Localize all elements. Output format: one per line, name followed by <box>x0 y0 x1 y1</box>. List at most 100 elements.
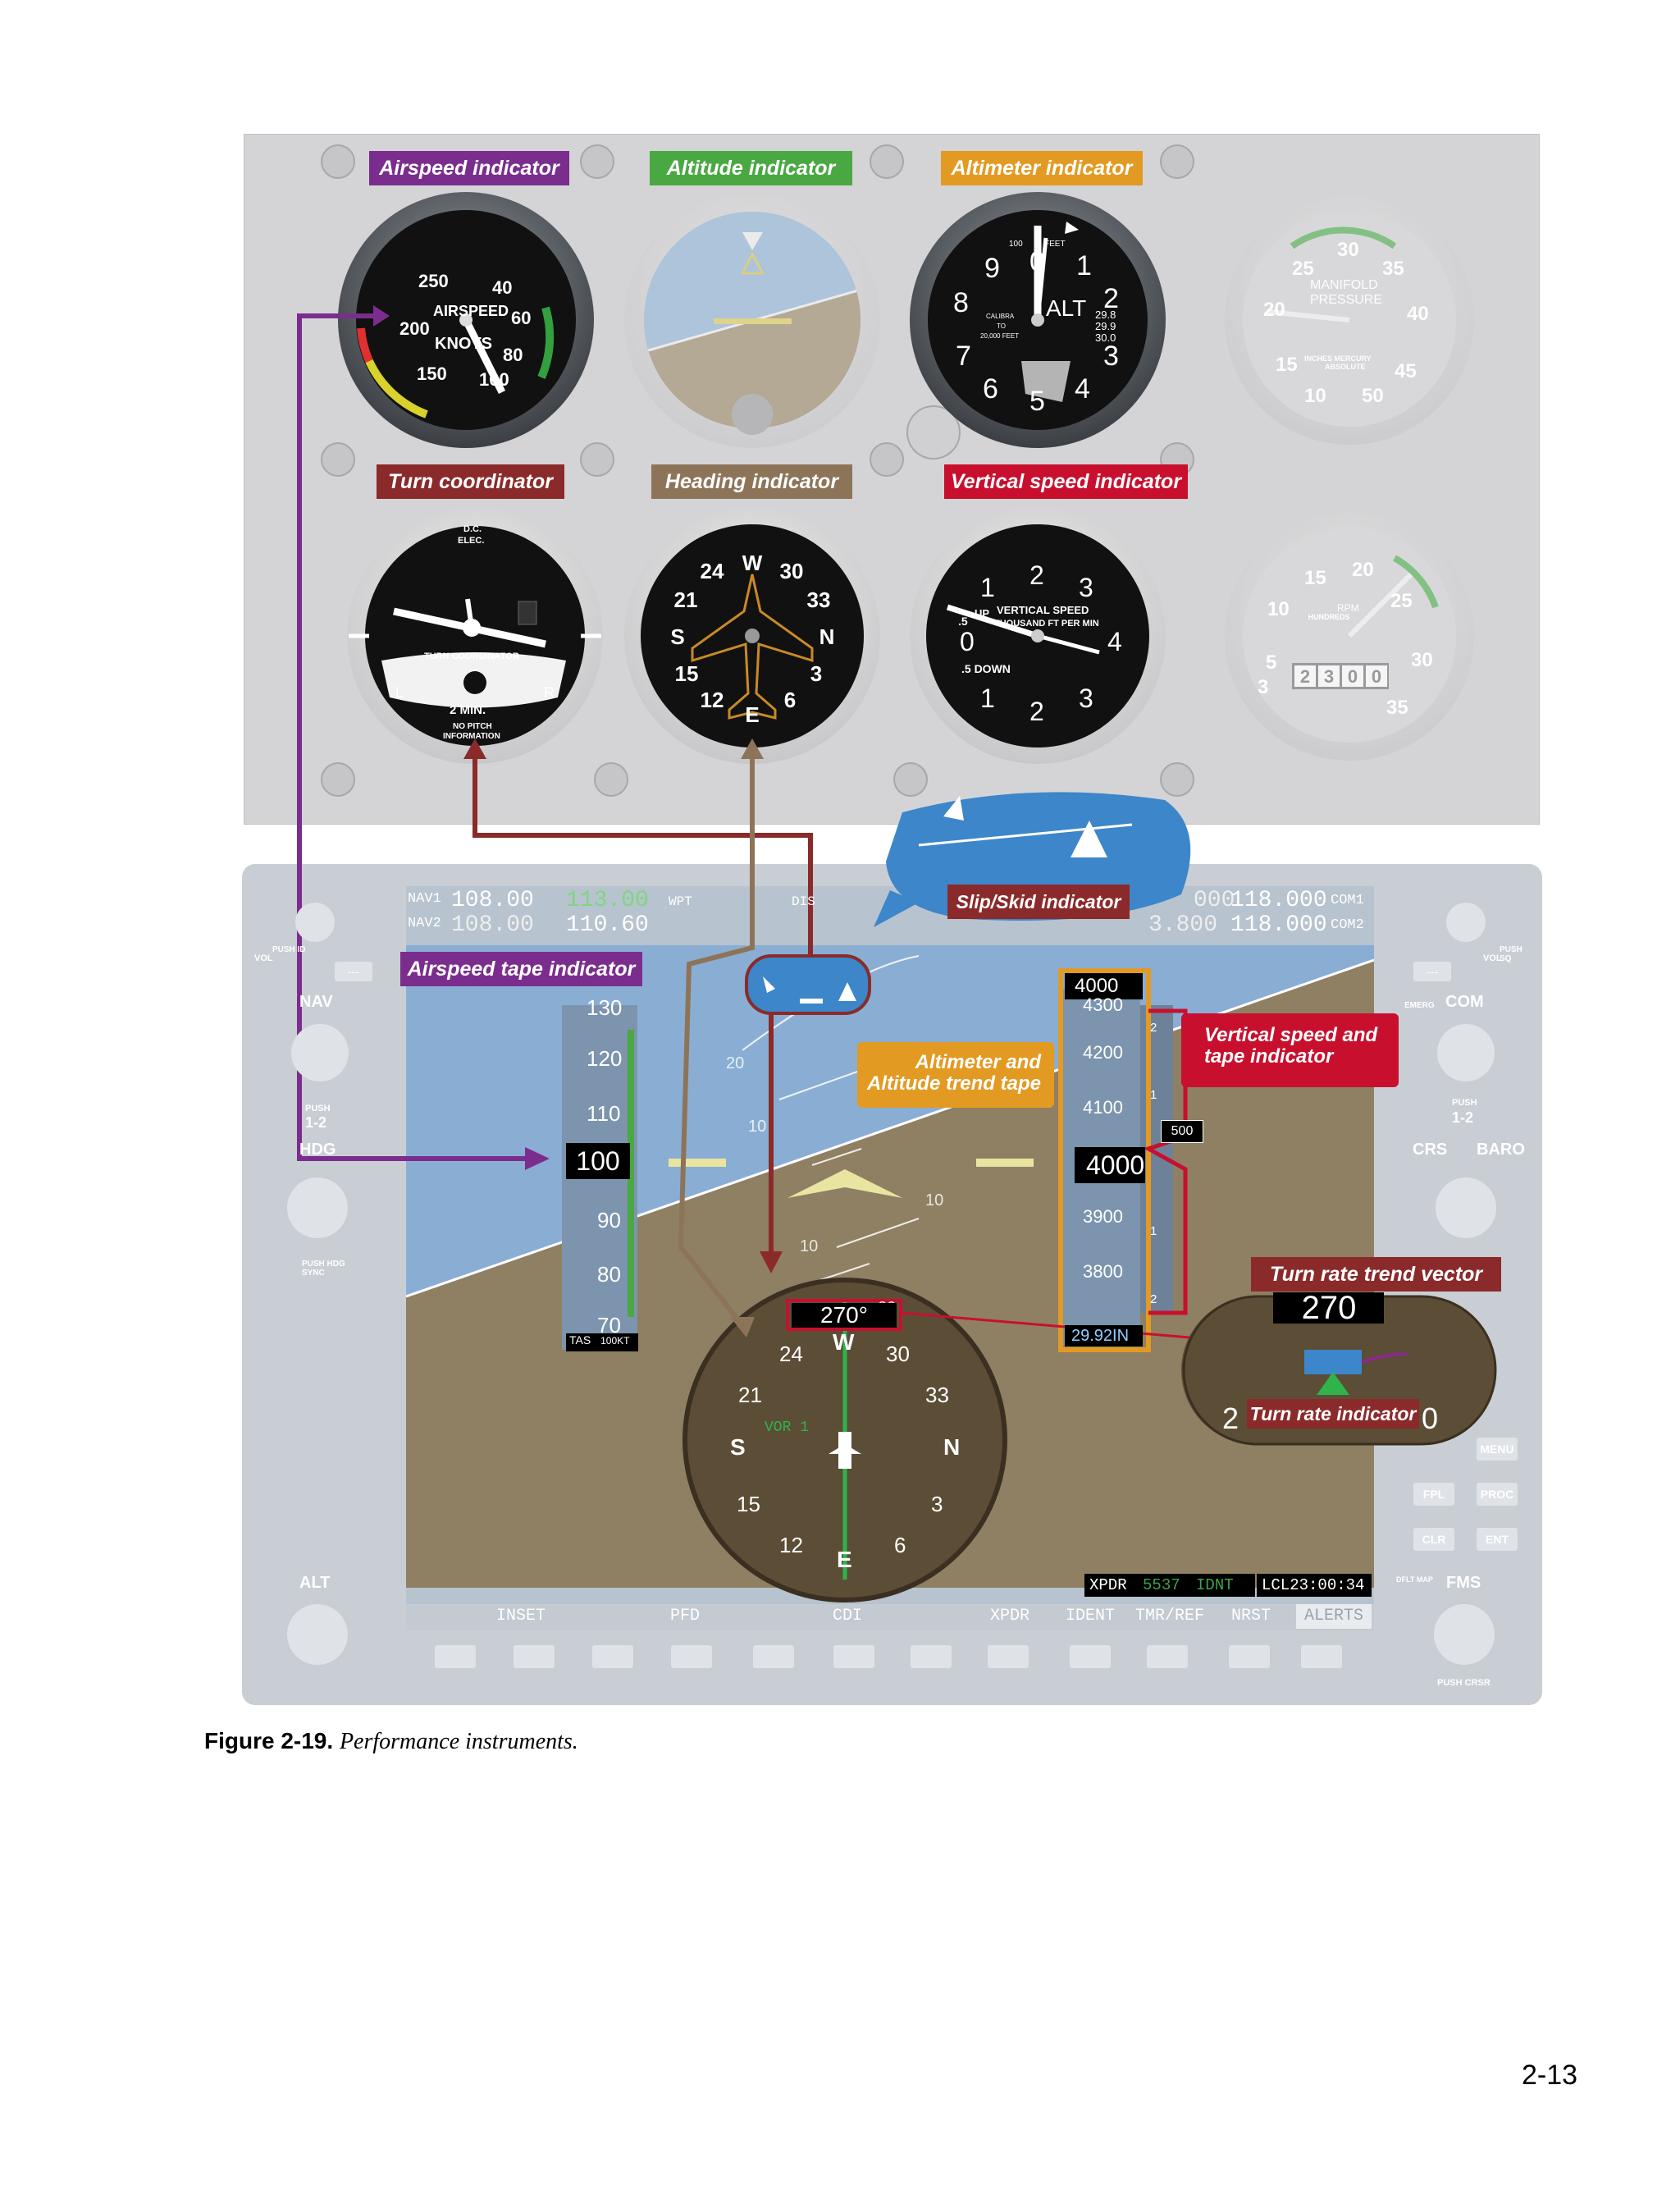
rpm-digit-3: 0 <box>1348 666 1358 687</box>
vertical-speed-tape-line2: tape indicator <box>1204 1045 1334 1068</box>
speed-tick-120: 120 <box>587 1046 623 1071</box>
softkey-bar <box>406 1604 1374 1630</box>
softkey-button-8[interactable] <box>988 1645 1029 1668</box>
menu-button[interactable]: MENU <box>1477 1438 1518 1461</box>
softkey-button-6[interactable] <box>833 1645 874 1668</box>
left-push-id: PUSH ID <box>272 945 306 954</box>
nav2-active[interactable]: 108.00 <box>451 912 534 938</box>
hdg-w: W <box>742 551 763 575</box>
manifold-line3: INCHES MERCURY <box>1304 354 1372 363</box>
nav1-active[interactable]: 108.00 <box>451 888 534 913</box>
vertical-speed-indicator-label: Vertical speed indicator <box>944 464 1188 499</box>
altimeter-baro-3: 30.0 <box>1095 331 1116 344</box>
crs-baro-knob[interactable] <box>1436 1177 1496 1238</box>
softkey-button-2[interactable] <box>514 1645 555 1668</box>
panel-screws <box>321 144 1194 797</box>
com2-standby[interactable]: 118.000 <box>1230 912 1327 938</box>
heading-gauge <box>624 508 880 764</box>
hdg-15: 15 <box>675 661 699 686</box>
airspeed-gauge-text: 250 40 200 60 80 150 100 AIRSPEED KNOTS <box>399 271 531 390</box>
altimeter-gauge <box>910 192 1166 448</box>
altimeter-num-7: 7 <box>956 341 971 372</box>
speed-tick-80: 80 <box>597 1262 621 1287</box>
hsi-21: 21 <box>738 1383 762 1407</box>
vol-knob-left[interactable] <box>295 903 335 942</box>
g1000-screen <box>406 886 1374 1604</box>
figure-caption-text: Performance instruments. <box>339 1729 578 1754</box>
softkey-pfd[interactable]: PFD <box>669 1607 700 1625</box>
alt-knob-label: ALT <box>299 1574 331 1592</box>
fpl-button[interactable]: FPL <box>1413 1483 1454 1506</box>
manifold-num-50: 50 <box>1362 385 1384 407</box>
pitch-20: 20 <box>726 1054 745 1072</box>
nav2-standby[interactable]: 110.60 <box>566 912 649 938</box>
hsi-3: 3 <box>931 1492 943 1516</box>
alt-knob[interactable] <box>287 1604 348 1665</box>
vor-label: VOR 1 <box>765 1420 810 1436</box>
ent-button[interactable]: ENT <box>1477 1528 1518 1551</box>
softkey-button-9[interactable] <box>1070 1645 1111 1668</box>
hsi-6: 6 <box>894 1533 906 1557</box>
manifold-num-30: 30 <box>1337 239 1359 261</box>
softkey-xpdr[interactable]: XPDR <box>989 1607 1029 1625</box>
rpm-25: 25 <box>1390 590 1413 612</box>
alt-tick-4200: 4200 <box>1083 1042 1123 1063</box>
vertical-speed-tape-line1: Vertical speed and <box>1204 1024 1378 1046</box>
softkey-alerts[interactable]: ALERTS <box>1296 1604 1372 1629</box>
hdg-6: 6 <box>784 688 796 712</box>
hsi-e: E <box>837 1547 852 1572</box>
altimeter-num-5: 5 <box>1029 386 1045 417</box>
vs-tick-1-down: 1 <box>1150 1224 1157 1238</box>
tas-label: TAS <box>569 1333 591 1346</box>
rpm-35: 35 <box>1386 697 1408 719</box>
softkey-ident[interactable]: IDENT <box>1065 1607 1115 1625</box>
softkey-button-4[interactable] <box>671 1645 712 1668</box>
softkey-button-12[interactable] <box>1301 1645 1342 1668</box>
nav-knob[interactable] <box>291 1024 349 1081</box>
clr-button[interactable]: CLR <box>1413 1528 1454 1551</box>
fms-knob[interactable] <box>1434 1604 1495 1665</box>
vsi-up-1: 1 <box>980 573 995 602</box>
vsi-down-1: 1 <box>980 684 995 713</box>
softkey-cdi[interactable]: CDI <box>832 1607 862 1625</box>
vsi-title1: VERTICAL SPEED <box>997 604 1089 616</box>
com2-partial[interactable]: 3.800 <box>1148 912 1218 938</box>
left-dash-button[interactable]: --- <box>335 962 372 981</box>
softkey-nrst[interactable]: NRST <box>1230 1607 1271 1625</box>
figure-caption: Figure 2-19. Performance instruments. <box>204 1728 578 1755</box>
vsi-down-2: 2 <box>1029 697 1044 726</box>
softkey-button-11[interactable] <box>1229 1645 1270 1668</box>
tc-right: R <box>544 684 555 701</box>
push-crsr-label: PUSH CRSR <box>1437 1678 1491 1688</box>
right-push-sq: PUSH SQ <box>1500 945 1522 963</box>
xpdr-status: XPDR 5537 IDNT <box>1084 1574 1255 1597</box>
hdg-24: 24 <box>701 559 724 583</box>
nav-push-label: PUSH <box>305 1104 331 1113</box>
vsi-tape-outline <box>1143 1008 1188 1315</box>
nav1-standby[interactable]: 113.00 <box>566 888 649 913</box>
manifold-num-25: 25 <box>1292 258 1314 280</box>
com1-standby[interactable]: 000 <box>1194 888 1235 913</box>
softkey-button-5[interactable] <box>753 1645 794 1668</box>
rpm-digit-2: 3 <box>1324 666 1334 687</box>
nav-label: NAV <box>299 993 333 1011</box>
softkey-button-10[interactable] <box>1147 1645 1188 1668</box>
softkey-button-3[interactable] <box>592 1645 633 1668</box>
proc-button[interactable]: PROC <box>1477 1483 1518 1506</box>
softkey-inset[interactable]: INSET <box>495 1607 546 1625</box>
softkey-button-1[interactable] <box>435 1645 476 1668</box>
pitch-10-right: 10 <box>925 1191 944 1209</box>
com1-active[interactable]: 118.000 <box>1230 888 1327 913</box>
hdg-knob[interactable] <box>287 1177 348 1238</box>
vsi-title2: THOUSAND FT PER MIN <box>994 619 1099 629</box>
softkey-button-7[interactable] <box>911 1645 952 1668</box>
com-knob[interactable] <box>1437 1024 1495 1081</box>
tc-information: INFORMATION <box>443 732 500 741</box>
rpm-counter <box>1292 663 1389 689</box>
rpm-label: RPM <box>1337 602 1359 614</box>
right-dash-button[interactable]: --- <box>1413 962 1451 981</box>
softkey-tmr-ref[interactable]: TMR/REF <box>1134 1607 1204 1625</box>
vol-knob-right[interactable] <box>1446 903 1486 942</box>
hdg-label: HDG <box>299 1141 336 1159</box>
xpdr-label: XPDR <box>1089 1576 1127 1594</box>
